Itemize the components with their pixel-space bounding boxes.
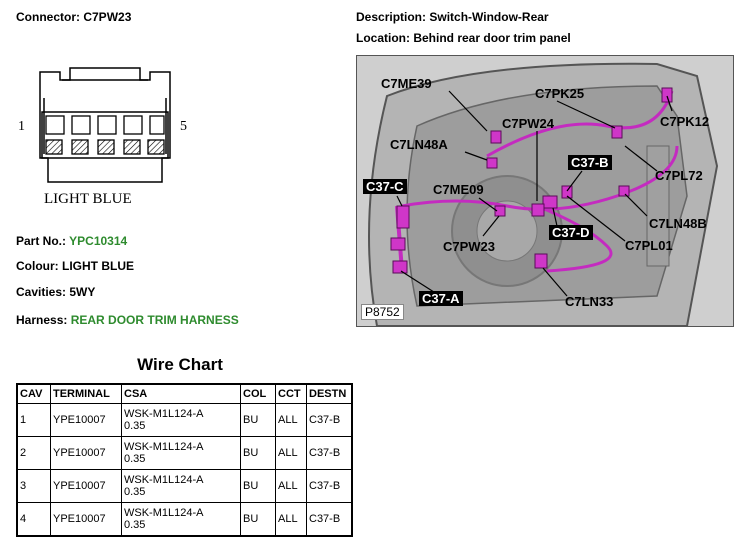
callout-c7pw24: C7PW24 — [502, 116, 555, 131]
callout-c7ln48a: C7LN48A — [390, 137, 448, 152]
drawing-color-caption: LIGHT BLUE — [44, 191, 132, 207]
colour-line: Colour: LIGHT BLUE — [16, 259, 134, 273]
cell-cct: ALL — [275, 436, 307, 470]
csa-size: 0.35 — [124, 420, 146, 432]
cell-cav: 4 — [16, 502, 51, 537]
cell-cav: 1 — [16, 403, 51, 437]
cell-destn: C37-B — [306, 469, 353, 503]
pin-5-label: 5 — [180, 119, 187, 134]
colour-label: Colour: — [16, 259, 59, 273]
location-value: Behind rear door trim panel — [413, 31, 571, 45]
connector-face-svg: 1 5 LIGHT BLUE — [18, 67, 187, 207]
connector-line: Connector: C7PW23 — [16, 10, 131, 24]
cavities-value: 5WY — [69, 285, 96, 299]
pin-1-label: 1 — [18, 119, 25, 134]
cell-terminal: YPE10007 — [50, 502, 122, 537]
callout-c7me09: C7ME09 — [433, 182, 484, 197]
callout-c7me39: C7ME39 — [381, 76, 432, 91]
location-label: Location: — [356, 31, 410, 45]
part-no-value: YPC10314 — [69, 234, 128, 248]
header-cav: CAV — [16, 383, 51, 404]
location-photo: C7ME39 C7PK25 C7PK12 C7PW24 C7LN48A C37-… — [356, 55, 734, 327]
wire-chart-table: CAV TERMINAL CSA COL CCT DESTN 1 YPE1000… — [16, 383, 353, 537]
cell-col: BU — [240, 502, 276, 537]
cell-destn: C37-B — [306, 403, 353, 437]
location-line: Location: Behind rear door trim panel — [356, 31, 571, 45]
callout-c37-a: C37-A — [419, 291, 463, 306]
header-col: COL — [240, 383, 276, 404]
callout-c7pw23: C7PW23 — [443, 239, 496, 254]
part-no-line: Part No.: YPC10314 — [16, 234, 127, 248]
callout-c7ln33: C7LN33 — [565, 294, 614, 309]
callout-c7ln48b: C7LN48B — [649, 216, 707, 231]
csa-size: 0.35 — [124, 453, 146, 465]
callout-c37-b: C37-B — [568, 155, 612, 170]
callout-c7pk12: C7PK12 — [660, 114, 710, 129]
cell-cct: ALL — [275, 502, 307, 537]
part-no-label: Part No.: — [16, 234, 67, 248]
door-illustration — [357, 56, 733, 326]
harness-label: Harness: — [16, 313, 68, 327]
cell-cav: 2 — [16, 436, 51, 470]
cell-destn: C37-B — [306, 502, 353, 537]
description-value: Switch-Window-Rear — [429, 10, 549, 24]
cell-col: BU — [240, 436, 276, 470]
csa-spec: WSK-M1L124-A — [124, 441, 204, 453]
header-terminal: TERMINAL — [50, 383, 122, 404]
connector-face-drawing: 1 5 LIGHT BLUE — [0, 58, 300, 218]
cell-cct: ALL — [275, 469, 307, 503]
callout-c37-d: C37-D — [549, 225, 593, 240]
connector-label: Connector: — [16, 10, 80, 24]
cell-terminal: YPE10007 — [50, 436, 122, 470]
header-csa: CSA — [121, 383, 241, 404]
callout-c7pl01: C7PL01 — [625, 238, 673, 253]
callout-c7pl72: C7PL72 — [655, 168, 703, 183]
description-label: Description: — [356, 10, 427, 24]
harness-line: Harness: REAR DOOR TRIM HARNESS — [16, 313, 239, 327]
connector-value: C7PW23 — [83, 10, 132, 24]
cell-terminal: YPE10007 — [50, 469, 122, 503]
cell-cav: 3 — [16, 469, 51, 503]
header-destn: DESTN — [306, 383, 353, 404]
csa-spec: WSK-M1L124-A — [124, 474, 204, 486]
callout-c37-c: C37-C — [363, 179, 407, 194]
cell-col: BU — [240, 403, 276, 437]
header-cct: CCT — [275, 383, 307, 404]
cell-destn: C37-B — [306, 436, 353, 470]
harness-value: REAR DOOR TRIM HARNESS — [70, 313, 239, 327]
csa-spec: WSK-M1L124-A — [124, 507, 204, 519]
description-line: Description: Switch-Window-Rear — [356, 10, 549, 24]
colour-value: LIGHT BLUE — [62, 259, 134, 273]
cavities-label: Cavities: — [16, 285, 67, 299]
wire-chart-title: Wire Chart — [137, 355, 223, 374]
cell-cct: ALL — [275, 403, 307, 437]
cell-col: BU — [240, 469, 276, 503]
csa-size: 0.35 — [124, 486, 146, 498]
csa-spec: WSK-M1L124-A — [124, 408, 204, 420]
callout-c7pk25: C7PK25 — [535, 86, 585, 101]
table-header-row: CAV TERMINAL CSA COL CCT DESTN — [16, 383, 353, 404]
cell-terminal: YPE10007 — [50, 403, 122, 437]
cavities-line: Cavities: 5WY — [16, 285, 95, 299]
photo-plate-number: P8752 — [361, 304, 404, 320]
csa-size: 0.35 — [124, 519, 146, 531]
